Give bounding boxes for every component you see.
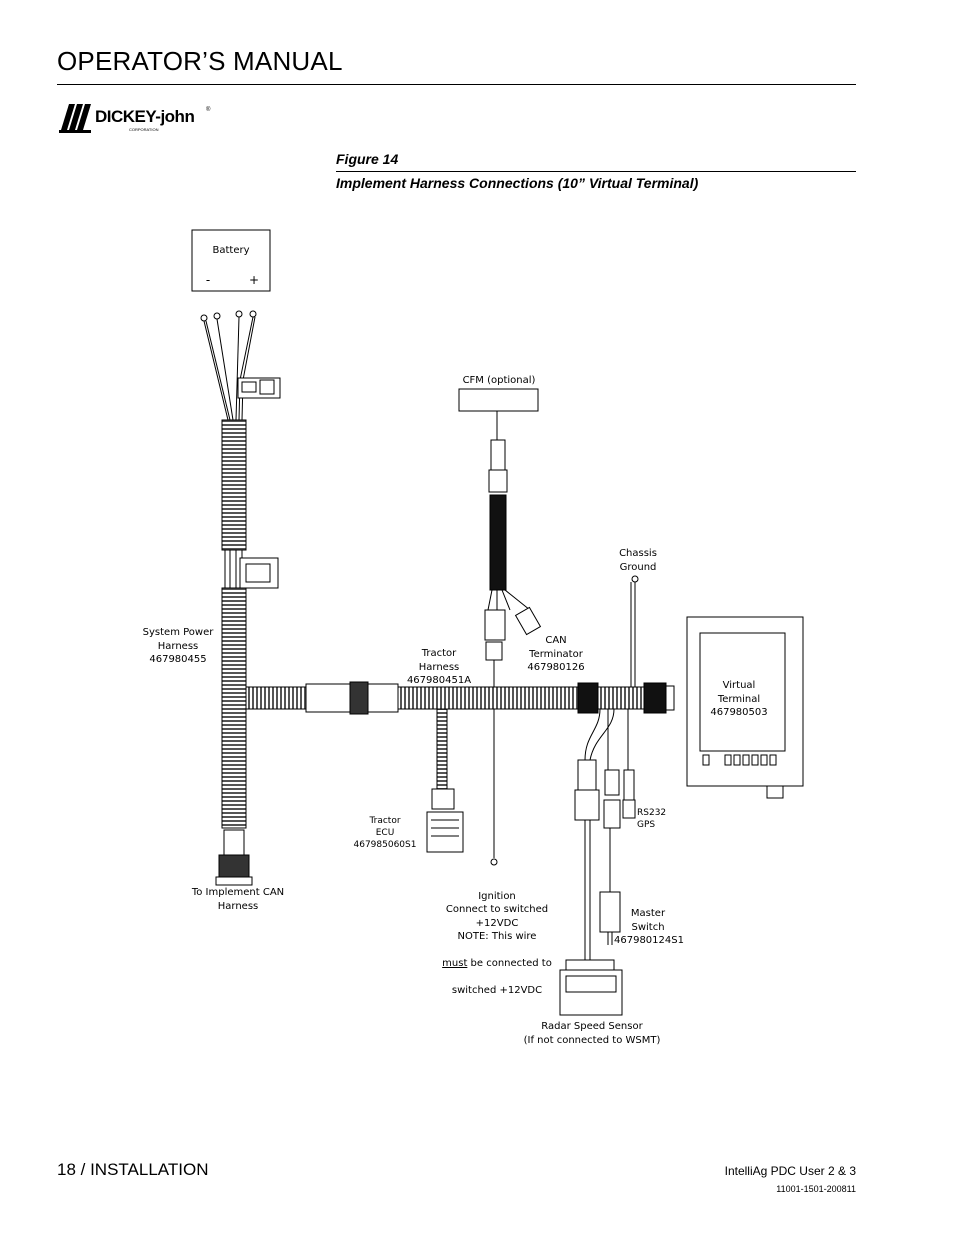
implement-can-label: To Implement CAN Harness <box>191 887 285 912</box>
battery-label: Battery <box>212 245 250 256</box>
battery-negative-terminal: - <box>205 273 211 287</box>
master-switch-label: Master Switch 467980124S1 <box>614 908 684 946</box>
ignition-must-text: must <box>442 958 468 969</box>
logo-brand-text: DICKEY-john <box>95 107 195 126</box>
main-trunk <box>245 681 675 715</box>
chassis-ground-label: Chassis Ground <box>619 548 657 573</box>
ignition-note-end: switched +12VDC <box>451 985 543 996</box>
rs232-gps-label: RS232 GPS <box>637 808 667 830</box>
virtual-terminal-device <box>686 616 804 799</box>
footer-product: IntelliAg PDC User 2 & 3 <box>724 1164 856 1178</box>
tractor-ecu-label: Tractor ECU 467985060S1 <box>353 816 417 850</box>
can-terminator-label: CAN Terminator 467980126 <box>527 635 585 673</box>
battery-positive-terminal: + <box>248 273 260 287</box>
tractor-harness-label: Tractor Harness 467980451A <box>406 648 472 686</box>
dickey-john-logo: DICKEY-john ® CORPORATION <box>57 100 227 140</box>
footer-doc-code: 11001-1501-200811 <box>776 1184 856 1194</box>
battery-box <box>191 229 271 292</box>
page-header-title: OPERATOR’S MANUAL <box>57 46 343 76</box>
virtual-terminal-label: Virtual Terminal 467980503 <box>710 680 768 718</box>
logo-corporation-text: CORPORATION <box>129 127 159 132</box>
figure-number: Figure 14 <box>336 151 399 167</box>
logo-registered-mark: ® <box>206 107 211 113</box>
ignition-note: Ignition Connect to switched +12VDC NOTE… <box>437 876 557 998</box>
chassis-ground-lead <box>630 575 639 687</box>
ignition-note-text: Ignition Connect to switched +12VDC NOTE… <box>445 890 549 943</box>
header-rule <box>57 84 856 85</box>
footer-section: 18 / INSTALLATION <box>57 1160 209 1179</box>
radar-branch <box>559 708 636 1016</box>
figure-rule <box>336 171 856 172</box>
tractor-ecu-branch <box>426 708 464 853</box>
battery-leads <box>200 310 281 421</box>
system-power-loom <box>215 419 279 886</box>
system-power-harness-label: System Power Harness 467980455 <box>142 627 214 665</box>
figure-title: Implement Harness Connections (10” Virtu… <box>336 175 699 191</box>
cfm-module <box>458 388 542 866</box>
logo-mark-icon <box>59 104 91 133</box>
radar-speed-sensor-label: Radar Speed Sensor (If not connected to … <box>523 1021 661 1046</box>
cfm-label: CFM (optional) <box>462 375 536 386</box>
ignition-note-continued: be connected to <box>467 958 552 969</box>
